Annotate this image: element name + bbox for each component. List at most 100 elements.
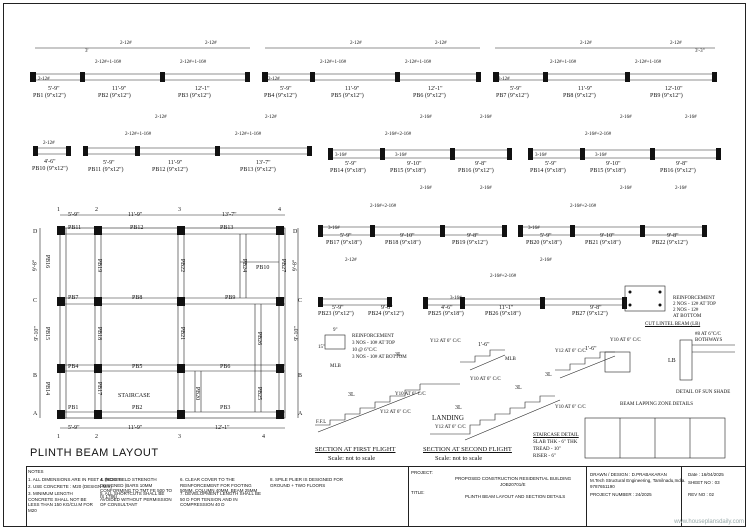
beam-span: 5'-9" [103, 160, 115, 166]
bar-text: 2-12#+1-16# [635, 60, 662, 65]
bar-text: 2-16# [540, 258, 552, 263]
sunshade-line: BOTHWAYS [695, 338, 723, 343]
grid-label: 1 [57, 434, 60, 440]
bar-text: 2-12#+1-16# [125, 132, 152, 137]
bar-text: 2-16# [675, 186, 687, 191]
bar-text: 3-16# [450, 296, 462, 301]
bar-text: 2-12# [205, 41, 217, 46]
plan-beam: PB8 [132, 295, 143, 301]
beam-span: 5'-9" [545, 161, 557, 167]
beam-span: 9'-8" [667, 233, 679, 239]
beam-span: 9'-8" [467, 233, 479, 239]
plan-beam: PB7 [68, 295, 79, 301]
lintel-title: CUT LINTEL BEAM (LB) [645, 322, 701, 327]
y12-label: Y12 AT 6" C/C [555, 349, 586, 354]
note: 7. DEVELOPMENT LENGTH SHALL BE 50 D FOR … [180, 491, 262, 507]
beam-span: 9'-8" [475, 161, 487, 167]
note: 1. ALL DIMENSIONS ARE IN FEET & INCHES [28, 477, 122, 482]
beam-label: PB21 (9"x18") [585, 240, 621, 246]
dimension: 11'-9" [128, 425, 143, 431]
grid-label: B [298, 373, 303, 379]
grid-label: A [298, 411, 303, 417]
dimension: 12'-1" [215, 425, 230, 431]
title-block [26, 466, 746, 527]
project-name: PROPOSED CONSTRUCTION RESIDENTIAL BUILDI… [455, 476, 572, 481]
staircase-detail-line: SLAB THK - 6" THK [533, 440, 578, 445]
beam-span: 9'-10" [600, 233, 615, 239]
bar-text: 2-16#+2-16# [370, 204, 397, 209]
beam-label: PB22 (9"x12") [652, 240, 688, 246]
grid-label: 2 [95, 207, 98, 213]
beam-span: 9'-10" [606, 161, 621, 167]
beam-label: PB12 (9"x12") [152, 167, 188, 173]
dimension: 13'-7" [222, 212, 237, 218]
beam-label: PB11 (9"x12") [88, 167, 124, 173]
mlb-label: MLB [505, 357, 516, 362]
mlb-label: MLB [330, 364, 341, 369]
bar-text: 2-16# [620, 186, 632, 191]
dimension: 5'-9" [68, 212, 80, 218]
beam-label: PB16 (9"x12") [660, 168, 696, 174]
grid-label: B [33, 373, 38, 379]
beam-label: PB6 (9"x12") [413, 93, 446, 99]
grid-label: A [33, 411, 38, 417]
staircase-detail-line: TREAD - 10" [533, 447, 561, 452]
plan-beam: PB6 [220, 364, 231, 370]
beam-span: 5'-9" [332, 305, 344, 311]
bar-text: 2-12# [155, 115, 167, 120]
sunshade-line: #8 AT 6"C/C [695, 332, 721, 337]
plan-beam: PB1 [68, 405, 79, 411]
staircase-detail-line: RISER - 6" [533, 454, 556, 459]
note: 8. SPILE PLIER IS DESIGNED FOR GROUND + … [270, 477, 344, 488]
beam-span: 12'-1" [428, 86, 443, 92]
project-cell [408, 467, 409, 527]
beam-label: PB24 (9"x12") [368, 311, 404, 317]
plan-beam: PB12 [130, 225, 144, 231]
beam-label: PB23 (9"x12") [318, 311, 354, 317]
y12-label: Y12 AT 6" C/C [430, 339, 461, 344]
beam-label: PB17 (9"x18") [326, 240, 362, 246]
project-label: PROJECT: [411, 470, 433, 475]
beam-span: 13'-7" [256, 160, 271, 166]
beam-label: PB4 (9"x12") [264, 93, 297, 99]
note: 4. (ROD YIELD STRENGTH DESIGNED (BARS 10… [100, 477, 173, 499]
beam-span: 4'-6" [441, 305, 453, 311]
lintel-reinf-line: 2 NOS - 12# AT TOP [673, 302, 716, 307]
designer-cell [586, 467, 587, 527]
dim-16: 1'-6" [478, 342, 490, 348]
section-1-scale: Scale: not to scale [328, 455, 376, 462]
beam-span: 5'-9" [540, 233, 552, 239]
dim-15: 15" [318, 345, 326, 350]
bar-text: 2-12#+1-16# [405, 60, 432, 65]
bar-text: 3-16# [528, 226, 540, 231]
bar-text: 2-12# [265, 115, 277, 120]
grid-label: 1 [57, 207, 60, 213]
beam-span: 9'-8" [590, 305, 602, 311]
dim-9: 9" [333, 328, 338, 333]
beam-label: PB3 (9"x12") [178, 93, 211, 99]
beam-label: PB14 (9"x18") [530, 168, 566, 174]
notes-cell [26, 467, 27, 527]
flight-3l: 3L [395, 352, 402, 358]
bar-text: 2-12# [498, 77, 510, 82]
beam-label: PB19 (9"x12") [452, 240, 488, 246]
beam-label: PB5 (9"x12") [331, 93, 364, 99]
flight-3l: 3L [515, 385, 522, 391]
section-1-title: SECTION AT FIRST FLIGHT [315, 446, 396, 453]
grid-label: 3 [178, 434, 181, 440]
beam-span: 11'-9" [112, 86, 127, 92]
bar-text: 2-16# [685, 115, 697, 120]
bar-text: 2-16#+2-16# [570, 204, 597, 209]
note: 5. ALL SHORTCUTS SHALL BE AVOIDED WITHOU… [100, 491, 172, 507]
bar-text: 2-16# [420, 115, 432, 120]
bar-text: 3-16# [335, 153, 347, 158]
section-2-scale: Scale: not to scale [435, 455, 483, 462]
grid-label: 4 [278, 207, 281, 213]
beam-span: 11'-1" [499, 305, 514, 311]
bar-text: 3-16# [395, 153, 407, 158]
plan-beam: PB11 [68, 225, 82, 231]
bar-text: 2-12#+1-16# [235, 132, 262, 137]
grid-label: D [293, 229, 298, 235]
